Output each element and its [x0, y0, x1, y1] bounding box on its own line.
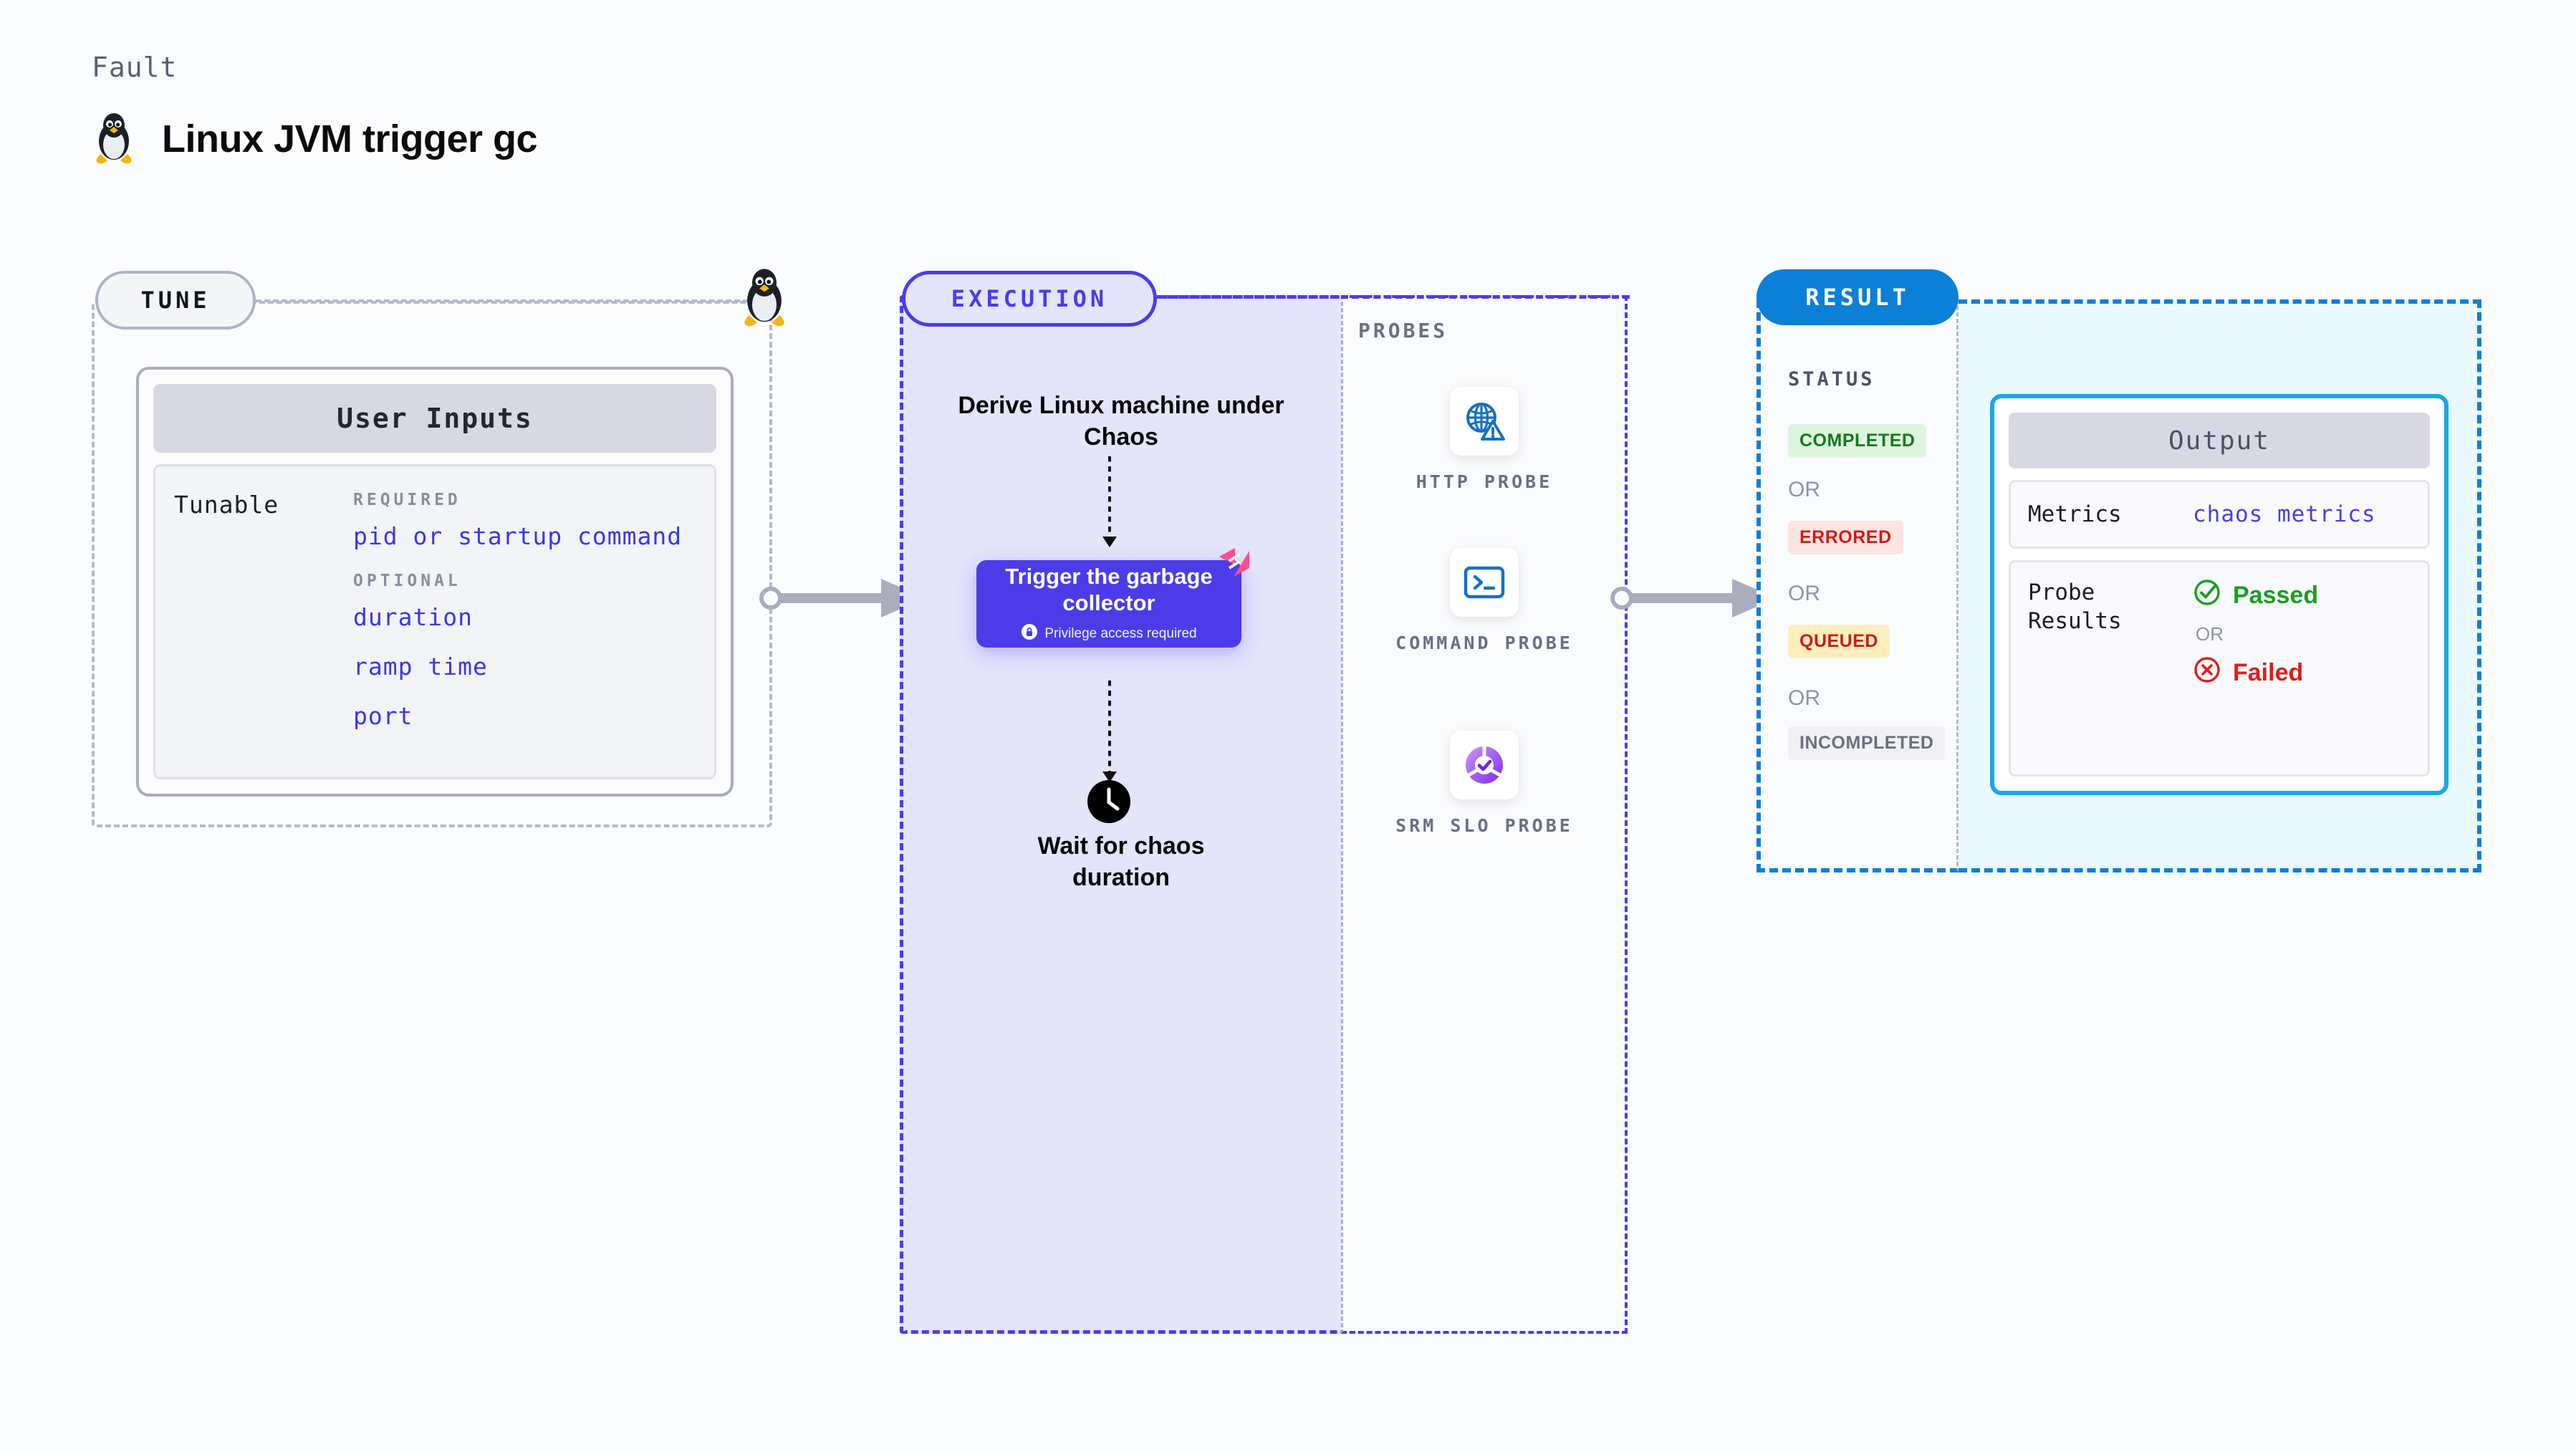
clock-icon — [1087, 779, 1131, 824]
tunable-label: Tunable — [174, 491, 279, 519]
page-eyebrow: Fault — [92, 52, 178, 83]
result-status-region — [1756, 299, 1959, 872]
execution-top-dashed-line — [1157, 295, 1630, 299]
x-circle-icon — [2193, 655, 2221, 691]
tune-badge: TUNE — [95, 271, 256, 330]
status-or-3: OR — [1788, 686, 1820, 710]
optional-group-heading: OPTIONAL — [353, 572, 461, 590]
execution-badge: EXECUTION — [902, 271, 1157, 327]
output-metrics-value[interactable]: chaos metrics — [2193, 501, 2376, 527]
tunable-list: REQUIRED pid or startup command OPTIONAL… — [353, 491, 696, 753]
linux-penguin-icon — [92, 111, 136, 167]
probes-region — [1341, 295, 1628, 1334]
status-badge-completed: COMPLETED — [1788, 424, 1927, 458]
probe-http-label: HTTP PROBE — [1416, 471, 1553, 492]
output-metrics-row: Metrics chaos metrics — [2009, 480, 2430, 549]
privilege-note: Privilege access required — [1021, 623, 1197, 645]
harness-logo-icon — [1218, 547, 1251, 578]
result-badge: RESULT — [1756, 269, 1959, 325]
tunable-item-port[interactable]: port — [353, 702, 413, 730]
status-or-1: OR — [1788, 478, 1820, 501]
probe-result-or: OR — [2196, 623, 2224, 645]
page-title-row: Linux JVM trigger gc — [92, 111, 538, 167]
execution-action-title: Trigger the garbage collector — [1005, 563, 1213, 615]
status-or-2: OR — [1788, 582, 1820, 605]
terminal-prompt-icon — [1450, 548, 1519, 617]
tune-top-dashed-line — [256, 299, 757, 302]
globe-warning-icon — [1450, 387, 1519, 456]
output-probe-results-key: Probe Results — [2028, 580, 2122, 635]
probe-http[interactable]: HTTP PROBE — [1384, 387, 1585, 494]
status-badge-queued: QUEUED — [1788, 625, 1890, 658]
status-badge-incompleted: INCOMPLETED — [1788, 726, 1946, 760]
status-title: STATUS — [1788, 368, 1875, 390]
execution-step-derive-machine: Derive Linux machine under Chaos — [958, 392, 1284, 451]
output-metrics-key: Metrics — [2028, 501, 2122, 527]
output-card: Output Metrics chaos metrics Probe Resul… — [1990, 394, 2448, 795]
slo-donut-check-icon — [1450, 731, 1519, 799]
output-card-title: Output — [2009, 413, 2430, 468]
tunable-item-duration[interactable]: duration — [353, 603, 473, 631]
result-top-dashed-line — [1959, 299, 2481, 304]
probe-srm-slo[interactable]: SRM SLO PROBE — [1384, 731, 1585, 838]
probe-result-failed-label: Failed — [2233, 659, 2304, 686]
execution-step-wait: Wait for chaos duration — [1037, 832, 1205, 891]
output-probe-results-row: Probe Results Passed OR — [2009, 560, 2430, 777]
probe-result-passed: Passed — [2193, 578, 2318, 613]
user-inputs-title: User Inputs — [153, 384, 716, 453]
tunable-panel: Tunable REQUIRED pid or startup command … — [153, 464, 716, 779]
status-badge-errored: ERRORED — [1788, 521, 1903, 554]
probes-title: PROBES — [1358, 319, 1448, 342]
user-inputs-card: User Inputs Tunable REQUIRED pid or star… — [136, 367, 734, 797]
privilege-note-label: Privilege access required — [1044, 626, 1197, 642]
required-group-heading: REQUIRED — [353, 491, 461, 509]
execution-arrow-1 — [1102, 456, 1117, 547]
probe-result-failed: Failed — [2193, 655, 2318, 691]
lock-icon — [1021, 623, 1038, 645]
check-circle-icon — [2193, 578, 2221, 613]
probe-srm-slo-label: SRM SLO PROBE — [1395, 815, 1573, 836]
probe-command[interactable]: COMMAND PROBE — [1384, 548, 1585, 655]
probe-command-label: COMMAND PROBE — [1395, 633, 1573, 653]
tunable-item-ramp-time[interactable]: ramp time — [353, 653, 488, 681]
execution-arrow-2 — [1102, 681, 1117, 782]
probe-result-values: Passed OR Failed — [2193, 578, 2318, 759]
tune-region — [92, 301, 772, 827]
page-title: Linux JVM trigger gc — [162, 117, 538, 160]
linux-penguin-marker-icon — [738, 266, 791, 327]
tunable-item-pid[interactable]: pid or startup command — [353, 522, 683, 550]
execution-action-card[interactable]: Trigger the garbage collector Privilege … — [976, 560, 1241, 648]
probe-result-passed-label: Passed — [2233, 582, 2319, 609]
